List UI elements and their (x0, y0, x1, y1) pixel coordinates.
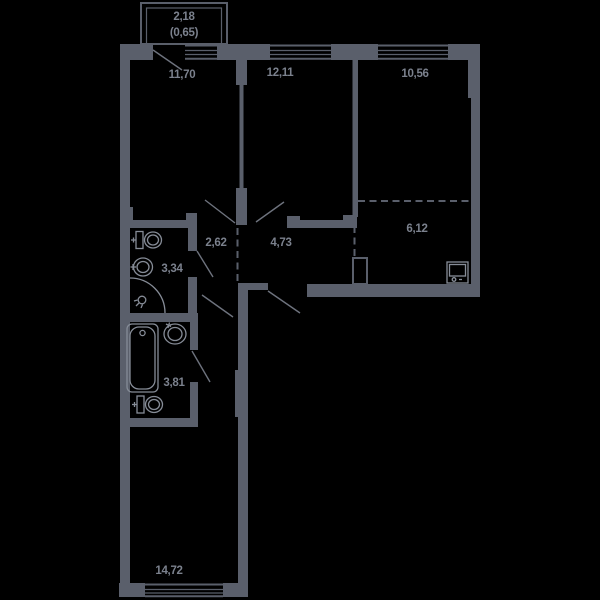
wall-partition-1-top (236, 46, 247, 85)
window-room-bottom (145, 583, 223, 598)
room-area-label-bath-lower: 3,81 (163, 377, 185, 389)
shower-icon (129, 277, 166, 314)
zoning-lines (236, 200, 477, 285)
kitchen-doorway-jamb (352, 257, 368, 285)
door-swings (152, 49, 301, 383)
stove-icon (446, 261, 469, 284)
door-swing-room-upper-middle (255, 201, 285, 223)
wall-corridor-top-cap-left (287, 216, 300, 228)
wall-corridor-right-block (235, 370, 248, 417)
wall-kitchen-bottom (307, 284, 480, 297)
balcony-reduced-area-label: (0,65) (170, 27, 199, 39)
room-area-label-bottom: 14,72 (155, 565, 182, 577)
room-area-label-hallway: 2,62 (205, 237, 226, 249)
room-area-label-upper-middle: 12,11 (267, 67, 295, 79)
wall-bath-upper-top-cap (186, 213, 197, 228)
room-area-label-upper-right: 10,56 (401, 68, 428, 80)
room-area-label-kitchen: 6,12 (406, 223, 427, 235)
wall-bath-lower-right-a (190, 322, 198, 350)
bathroom-lower-fixtures (126, 322, 187, 414)
room-area-label-upper-left: 11,70 (169, 69, 196, 81)
room-area-label-corridor: 4,73 (270, 237, 291, 249)
wall-between-bathrooms (122, 313, 198, 322)
toilet-icon (132, 395, 164, 414)
door-swing-bathroom-lower (191, 350, 211, 383)
wall-partition-2 (352, 60, 358, 217)
wall-bath-upper-right-b (188, 277, 197, 313)
wall-right-lower (471, 98, 480, 297)
wall-right-upper (468, 44, 480, 98)
wall-bottom-right-pier (223, 583, 248, 597)
room-area-label-bath-upper: 3,34 (161, 263, 183, 275)
sink-icon (163, 322, 187, 345)
window-room-upper-middle (270, 44, 331, 60)
wall-bottom-left-pier (119, 583, 145, 597)
wall-bath-upper-right-a (188, 228, 197, 251)
wall-bath-upper-top (130, 220, 197, 228)
wall-corridor-right (238, 290, 248, 583)
wall-top-3 (331, 44, 378, 60)
area-labels: 2,18 (0,65) 11,70 12,11 10,56 2,62 4,73 … (155, 11, 429, 577)
wall-bath-lower-right-b (190, 382, 198, 418)
wall-partition-1-bottom (236, 188, 247, 225)
sink-icon (130, 257, 154, 277)
wall-bath-lower-bottom (120, 418, 198, 427)
window-room-upper-right (378, 44, 448, 60)
wall-left-pier (120, 207, 133, 223)
door-swing-balcony (152, 49, 183, 71)
door-swing-bathroom-upper (196, 250, 214, 278)
balcony-area-label: 2,18 (173, 11, 195, 23)
toilet-icon (131, 230, 163, 250)
wall-entry-left-segment (238, 283, 268, 290)
wall-corridor-top (287, 220, 357, 228)
balcony-outline (140, 2, 228, 45)
bathtub-icon (126, 323, 159, 393)
wall-partition-1-mid (239, 85, 244, 188)
door-swing-room-upper-left (204, 199, 236, 224)
door-swing-entry (267, 290, 301, 314)
door-swing-inner-hall (201, 294, 234, 318)
bathroom-upper-fixtures (129, 230, 166, 314)
window-balcony (185, 44, 217, 60)
